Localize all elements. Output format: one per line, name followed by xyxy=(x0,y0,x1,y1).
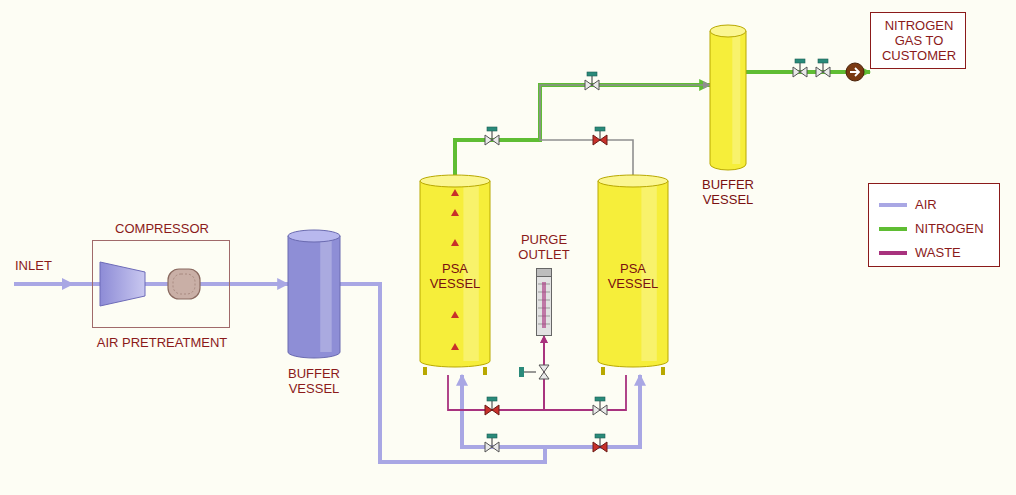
valve-symbol xyxy=(485,434,499,452)
silencer-shape xyxy=(536,268,552,336)
inlet-arrow xyxy=(62,278,74,290)
valve-symbol xyxy=(593,127,607,145)
inlet-label: INLET xyxy=(15,258,75,273)
valve-symbol xyxy=(485,397,499,415)
air-line xyxy=(200,282,232,286)
text-holder: PSA VESSEL xyxy=(598,261,668,291)
pipe-connector xyxy=(540,85,710,175)
vessel-label: COMPRESSOR xyxy=(82,221,242,236)
air-line xyxy=(145,282,168,286)
vessel-label: BUFFER VESSEL xyxy=(279,366,349,396)
vessel-shape xyxy=(710,25,746,170)
vessel-label: AIR PRETREATMENT xyxy=(82,335,242,350)
buffer-vessel: BUFFER VESSEL xyxy=(288,230,340,358)
text-holder: INLET xyxy=(15,258,75,273)
purge-valve xyxy=(539,365,549,379)
pipe-connector xyxy=(455,85,710,175)
compressor-box: COMPRESSORAIR PRETREATMENT xyxy=(92,240,230,328)
vessel-label: PSA VESSEL xyxy=(598,261,668,291)
valve-symbol xyxy=(593,434,607,452)
text-holder: BUFFER VESSEL xyxy=(279,366,349,396)
psa-vessel: PSA VESSEL xyxy=(420,175,490,375)
pipe-connector xyxy=(230,282,288,286)
customer-box: NITROGEN GAS TO CUSTOMER xyxy=(870,12,966,69)
inlet-line xyxy=(14,282,100,286)
valve-handle xyxy=(519,367,524,377)
legend-text: NITROGEN xyxy=(915,221,984,236)
filter-element xyxy=(173,274,195,294)
legend-swatch xyxy=(879,227,907,231)
valve-symbol xyxy=(816,59,830,77)
legend-text: WASTE xyxy=(915,245,961,260)
psa-vessel: PSA VESSEL xyxy=(598,175,668,375)
text-holder: COMPRESSOR xyxy=(82,221,242,236)
destination-label: NITROGEN GAS TO CUSTOMER xyxy=(877,18,961,63)
filter-symbol xyxy=(168,269,200,299)
valve-symbol xyxy=(593,397,607,415)
legend-swatch xyxy=(879,251,907,255)
text-holder: PSA VESSEL xyxy=(420,261,490,291)
vessel-label: PSA VESSEL xyxy=(420,261,490,291)
text-holder: AIR PRETREATMENT xyxy=(82,335,242,350)
text-holder: NITROGEN GAS TO CUSTOMER xyxy=(877,18,961,63)
valve-symbol xyxy=(585,72,599,90)
legend-text: AIR xyxy=(915,197,937,212)
valve-stem xyxy=(524,371,536,372)
compressor-symbol xyxy=(100,262,145,306)
vessel-label: BUFFER VESSEL xyxy=(693,177,763,207)
vessel-label: PURGE OUTLET xyxy=(509,232,579,262)
buffer-vessel: BUFFER VESSEL xyxy=(710,25,746,170)
outlet-arrow xyxy=(850,68,859,76)
valve-symbol xyxy=(485,127,499,145)
legend-swatch xyxy=(879,203,907,207)
purge-silencer: PURGE OUTLET xyxy=(536,268,552,336)
text-holder: BUFFER VESSEL xyxy=(693,177,763,207)
text-holder: PURGE OUTLET xyxy=(509,232,579,262)
vessel-shape xyxy=(288,230,340,358)
legend-box: AIR NITROGEN WASTE xyxy=(868,183,1000,267)
valve-symbol xyxy=(793,59,807,77)
outlet-symbol xyxy=(846,63,864,81)
